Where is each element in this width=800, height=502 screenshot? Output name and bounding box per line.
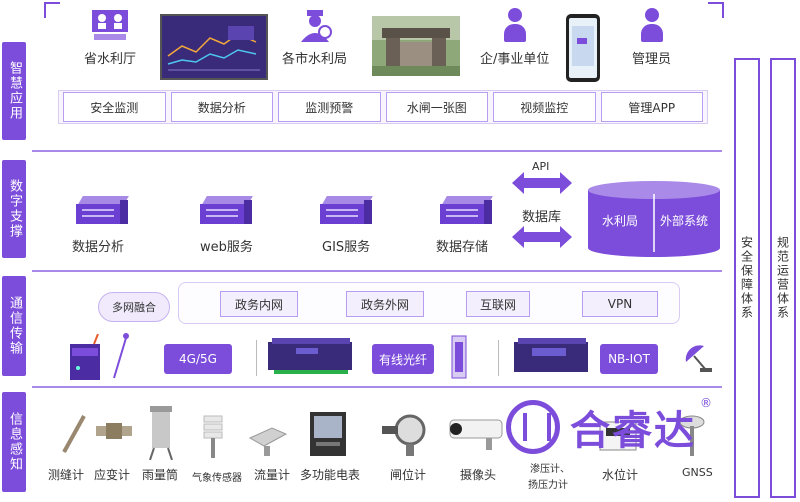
sensor-label-water-level: 水位计 [602, 468, 639, 482]
weather-sensor-icon [203, 415, 223, 458]
fiber-pill: 有线光纤 [372, 344, 434, 374]
entity-label-city: 各市水利局 [282, 52, 348, 67]
sensor-label-camera: 摄像头 [460, 468, 497, 482]
tab-video-monitoring[interactable]: 视频监控 [493, 92, 596, 122]
camera-icon [449, 419, 503, 450]
person-icon-admin [640, 8, 663, 44]
brand-watermark: 合睿达 ® [506, 396, 712, 456]
network-vpn: VPN [582, 291, 658, 317]
tab-management-app[interactable]: 管理APP [600, 92, 703, 122]
satellite-dish-icon [685, 345, 712, 372]
dashboard-screen-image [160, 14, 268, 80]
support-label-gis-service: GIS服务 [322, 240, 371, 255]
divider-support-comm [32, 270, 722, 272]
application-tabs: 安全监测 数据分析 监测预警 水闸一张图 视频监控 管理APP [58, 90, 708, 124]
nbiot-device-icon [514, 338, 588, 372]
database-label: 数据库 [522, 210, 562, 225]
tab-monitoring-alert[interactable]: 监测预警 [278, 92, 381, 122]
meeting-icon [92, 10, 128, 40]
officer-icon [300, 10, 332, 42]
mobile-network-pill: 4G/5G [164, 344, 232, 374]
support-label-web-service: web服务 [200, 240, 253, 255]
server-icon-storage [440, 196, 494, 226]
server-icon-gis [320, 196, 374, 226]
api-label: API [532, 160, 550, 173]
flow-meter-icon [248, 427, 288, 456]
sensor-label-gnss: GNSS [682, 466, 713, 479]
layer-label-digital-support: 数字支撑 [2, 160, 26, 258]
layer-label-communication: 通信传输 [2, 276, 26, 376]
brand-logo [506, 400, 560, 454]
entity-provincial-water-dept: 省水利厅 [84, 8, 136, 67]
rain-gauge-icon [149, 406, 173, 460]
gate-position-meter-icon [382, 414, 426, 456]
sensor-label-flow-meter: 流量计 [254, 468, 291, 482]
sensor-label-piezometer: 渗压计、 [530, 464, 570, 475]
layer-label-application: 智慧应用 [2, 42, 26, 140]
strain-gauge-icon [96, 423, 132, 439]
power-meter-icon [310, 412, 346, 456]
crack-meter-icon [62, 415, 86, 453]
sensor-label-strain-gauge: 应变计 [94, 468, 131, 482]
fiber-module-icon [451, 335, 467, 379]
sensor-label-weather: 气象传感器 [192, 473, 242, 484]
sensor-label-crack-meter: 测缝计 [48, 468, 85, 482]
operation-system-bar: 规范运营体系 [770, 58, 796, 498]
bracket-top-right [708, 2, 724, 18]
entity-city-water-bureau: 各市水利局 [282, 8, 347, 67]
signal-tower-icon [113, 333, 129, 379]
entity-label-admin: 管理员 [632, 52, 672, 67]
entity-label-enterprise: 企/事业单位 [480, 52, 550, 67]
multi-network-cloud: 多网融合 [98, 292, 170, 322]
support-label-data-analysis: 数据分析 [72, 240, 125, 255]
sensor-label-gate-position: 闸位计 [390, 468, 427, 482]
layer-label-sensing: 信息感知 [2, 392, 26, 492]
network-gov-intranet: 政务内网 [220, 291, 298, 317]
brand-name: 合睿达 [570, 408, 696, 454]
water-bureau-label: 水利局 [602, 214, 639, 228]
entity-administrator: 管理员 [632, 8, 671, 67]
divider-comm-sensing [32, 386, 722, 388]
gnss-icon [679, 415, 705, 456]
support-label-data-storage: 数据存储 [436, 240, 489, 255]
sensor-label-power-meter: 多功能电表 [300, 468, 361, 482]
divider-app-support [32, 150, 722, 152]
person-icon-enterprise [503, 8, 526, 44]
database-arrow-icon [512, 226, 572, 248]
api-arrow-icon [512, 172, 572, 194]
network-gov-extranet: 政务外网 [346, 291, 424, 317]
security-system-bar: 安全保障体系 [734, 58, 760, 498]
nbiot-pill: NB-IOT [600, 344, 658, 374]
tab-data-analysis[interactable]: 数据分析 [170, 92, 273, 122]
tab-sluice-map[interactable]: 水闸一张图 [385, 92, 488, 122]
entity-enterprise: 企/事业单位 [480, 8, 549, 67]
comm-separator-2 [498, 340, 499, 376]
entity-label-provincial: 省水利厅 [84, 52, 137, 67]
server-icon-analysis [76, 196, 130, 226]
server-icon-web [200, 196, 254, 226]
comm-separator-1 [256, 340, 257, 376]
water-level-meter-icon [599, 421, 637, 451]
tab-safety-monitoring[interactable]: 安全监测 [63, 92, 166, 122]
mobile-phone-image [566, 14, 600, 82]
sensor-label-uplift-meter: 扬压力计 [528, 480, 568, 491]
data-logger-icon [268, 338, 352, 374]
sensor-label-rain-gauge: 雨量筒 [142, 468, 179, 482]
router-icon [70, 334, 100, 380]
network-internet: 互联网 [466, 291, 530, 317]
brand-registered-mark: ® [700, 396, 712, 410]
bracket-top-left [44, 2, 60, 18]
gate-building-photo [372, 16, 460, 76]
external-system-label: 外部系统 [660, 214, 709, 228]
database-cylinder-icon [588, 181, 720, 257]
